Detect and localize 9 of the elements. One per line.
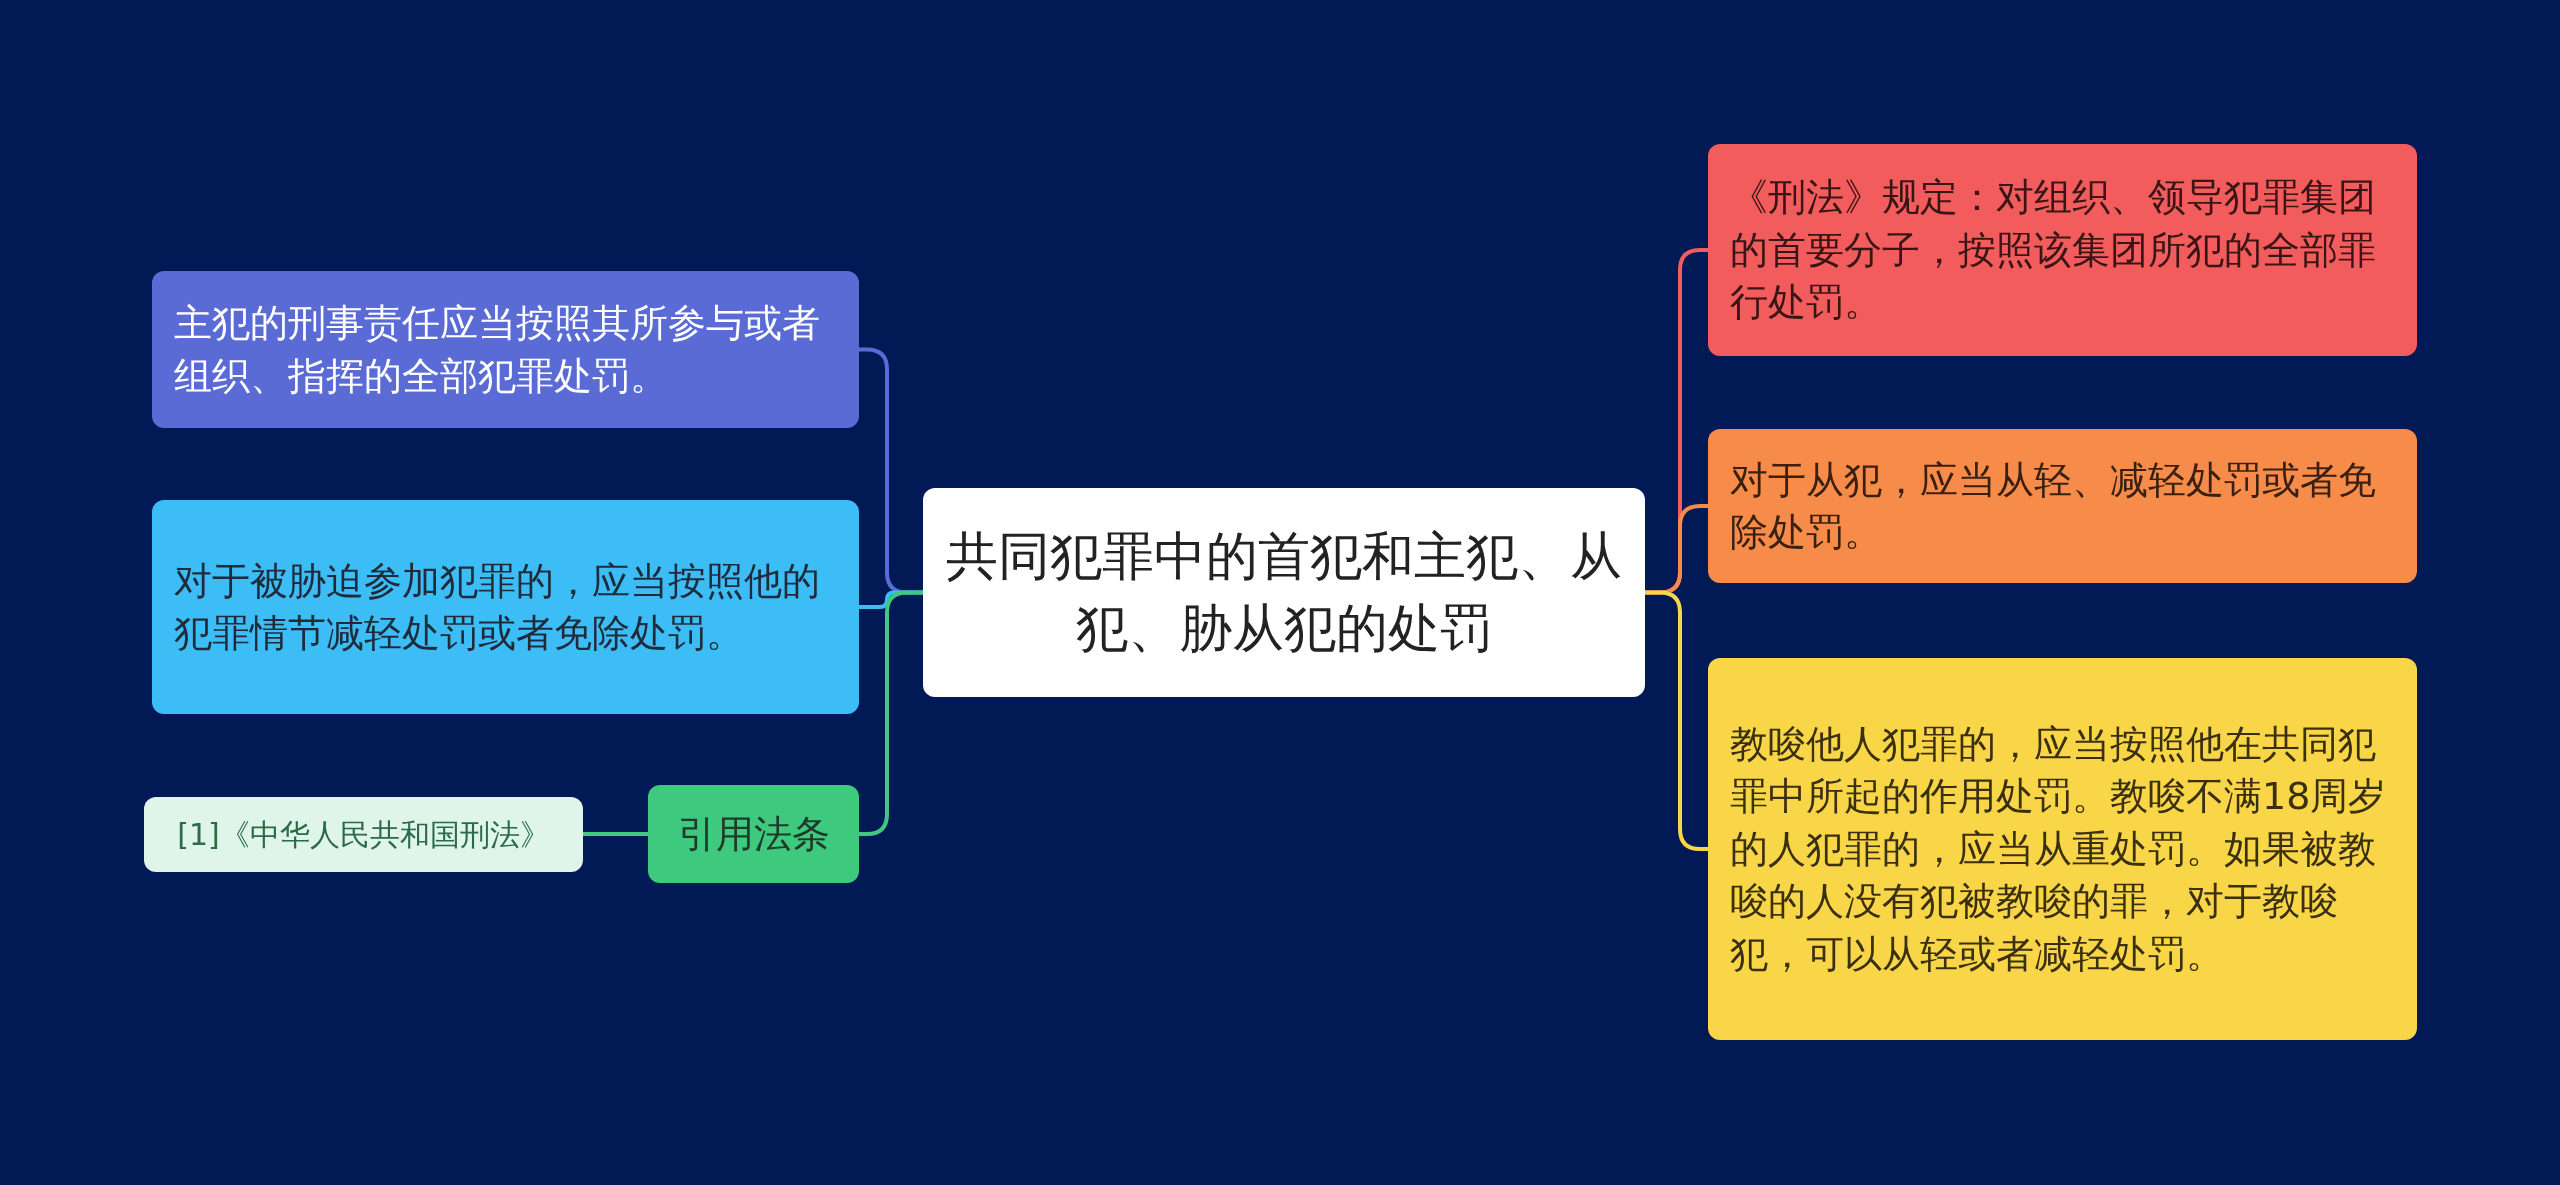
topic-box: 共同犯罪中的首犯和主犯、从犯、胁从犯的处罚	[923, 488, 1645, 697]
connector-line	[583, 832, 648, 836]
topic-box: 《刑法》规定：对组织、领导犯罪集团的首要分子，按照该集团所犯的全部罪行处罚。	[1708, 144, 2417, 356]
topic-box: 对于被胁迫参加犯罪的，应当按照他的犯罪情节减轻处罚或者免除处罚。	[152, 500, 859, 714]
topic-box: 教唆他人犯罪的，应当按照他在共同犯罪中所起的作用处罚。教唆不满18周岁的人犯罪的，应当从重处罚。如果被教唆的人没有犯被教唆的罪，对于教唆犯，可以从轻或者减轻处罚。	[1708, 658, 2417, 1040]
topic-box: 主犯的刑事责任应当按照其所参与或者组织、指挥的全部犯罪处罚。	[152, 271, 859, 428]
topic-box: 引用法条	[648, 785, 859, 883]
topic-box: 对于从犯，应当从轻、减轻处罚或者免除处罚。	[1708, 429, 2417, 583]
reference-box: [1]《中华人民共和国刑法》	[144, 797, 583, 872]
